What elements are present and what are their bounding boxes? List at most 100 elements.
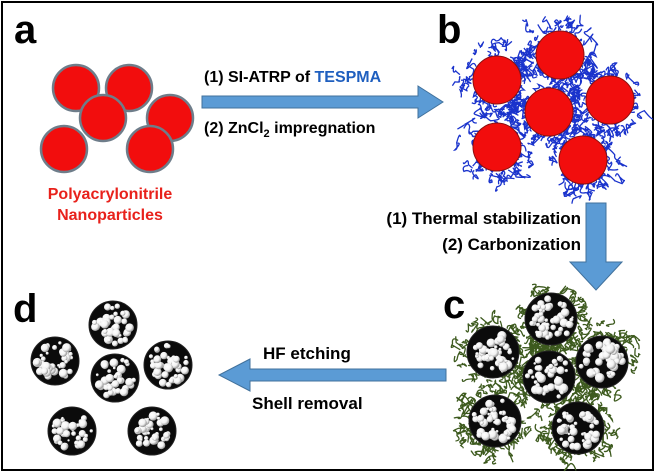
pore [471,412,477,417]
panel-label-d: d [13,287,38,331]
polymer-strand [566,336,573,346]
pore [172,355,180,363]
polymer-strand [508,446,514,463]
polymer-strand [524,68,535,77]
polymer-strand [556,449,567,464]
pore [503,415,509,421]
pore [535,386,544,395]
pore [67,439,70,442]
polymer-strand [457,117,477,130]
polymer-strand [570,74,580,83]
polymer-strand [606,159,613,172]
polymer-strand [573,335,581,342]
pore [542,392,546,396]
pore [107,385,113,391]
pore [533,380,538,385]
pore [147,431,151,435]
pore [159,427,163,432]
polymer-strand [553,19,562,27]
pore [110,305,115,311]
polymer-strand [460,84,466,91]
polymer-strand [589,449,601,459]
pore [479,407,488,416]
pore [113,315,122,325]
pore [610,371,616,377]
pore [151,433,160,441]
pore [489,407,494,412]
polymer-strand [542,427,550,435]
polymer-strand [493,108,505,118]
pore [565,320,574,329]
pore [154,361,163,370]
polymer-strand [523,120,533,132]
polymer-strand [523,427,532,438]
polymer-strand [468,372,478,383]
polymer-strand [631,358,638,367]
pore [506,436,511,440]
polymer-strand [451,76,461,87]
pore [51,424,56,428]
pore [538,324,546,332]
polymer-strand [606,125,612,137]
pore [536,322,541,327]
polymer-strand [590,389,599,406]
polymer-strand [521,19,531,33]
polymer-strand [520,49,525,56]
polymer-strand [535,412,543,422]
polymer-strand [492,47,500,61]
polymer-strand [498,104,508,118]
polymer-strand [471,95,478,105]
polymer-strand [585,132,596,142]
polymer-strand [575,314,589,321]
polymer-strand [620,123,632,136]
pore [58,341,62,345]
panel-label-b: b [437,8,462,52]
polymer-strand [545,141,555,149]
polymer-strand [488,383,494,388]
pore [540,304,546,310]
polymer-strand [574,309,586,317]
arrow-c-to-d [217,358,447,392]
pan-particle [39,124,89,174]
polymer-strand [548,438,557,451]
polymer-strand [594,126,606,133]
arrow-b-to-c [568,202,624,291]
pore [51,428,58,435]
pore [498,362,509,372]
polymer-strand [593,124,603,131]
pore [54,439,58,443]
pore [562,424,567,429]
polymer-strand [630,366,638,374]
polymer-strand [530,289,535,297]
pore [558,326,564,332]
pore [605,344,616,354]
pore [33,359,41,366]
pore [105,373,114,383]
pore [115,388,121,394]
polymer-strand [624,334,641,349]
pore [475,354,479,358]
polymer-strand [605,318,616,327]
polymer-strand [636,109,654,120]
polymer-strand [594,70,606,76]
pan-nanoparticles [39,63,195,174]
polymer-strand [602,390,612,398]
pore [168,378,174,384]
polymer-strand [455,336,464,348]
polymer-strand [533,35,539,42]
pore [158,378,167,387]
pore [52,345,58,350]
polymer-strand [523,47,529,54]
polymer-strand [572,85,579,91]
polymer-strand [497,175,506,186]
polymer-strand [461,343,469,358]
polymer-strand [472,48,478,56]
polymer-strand [456,362,468,368]
step-cd-line2: Shell removal [252,394,363,413]
pore [486,338,496,348]
pore [119,387,129,397]
pore [105,327,115,337]
pore [535,330,544,339]
